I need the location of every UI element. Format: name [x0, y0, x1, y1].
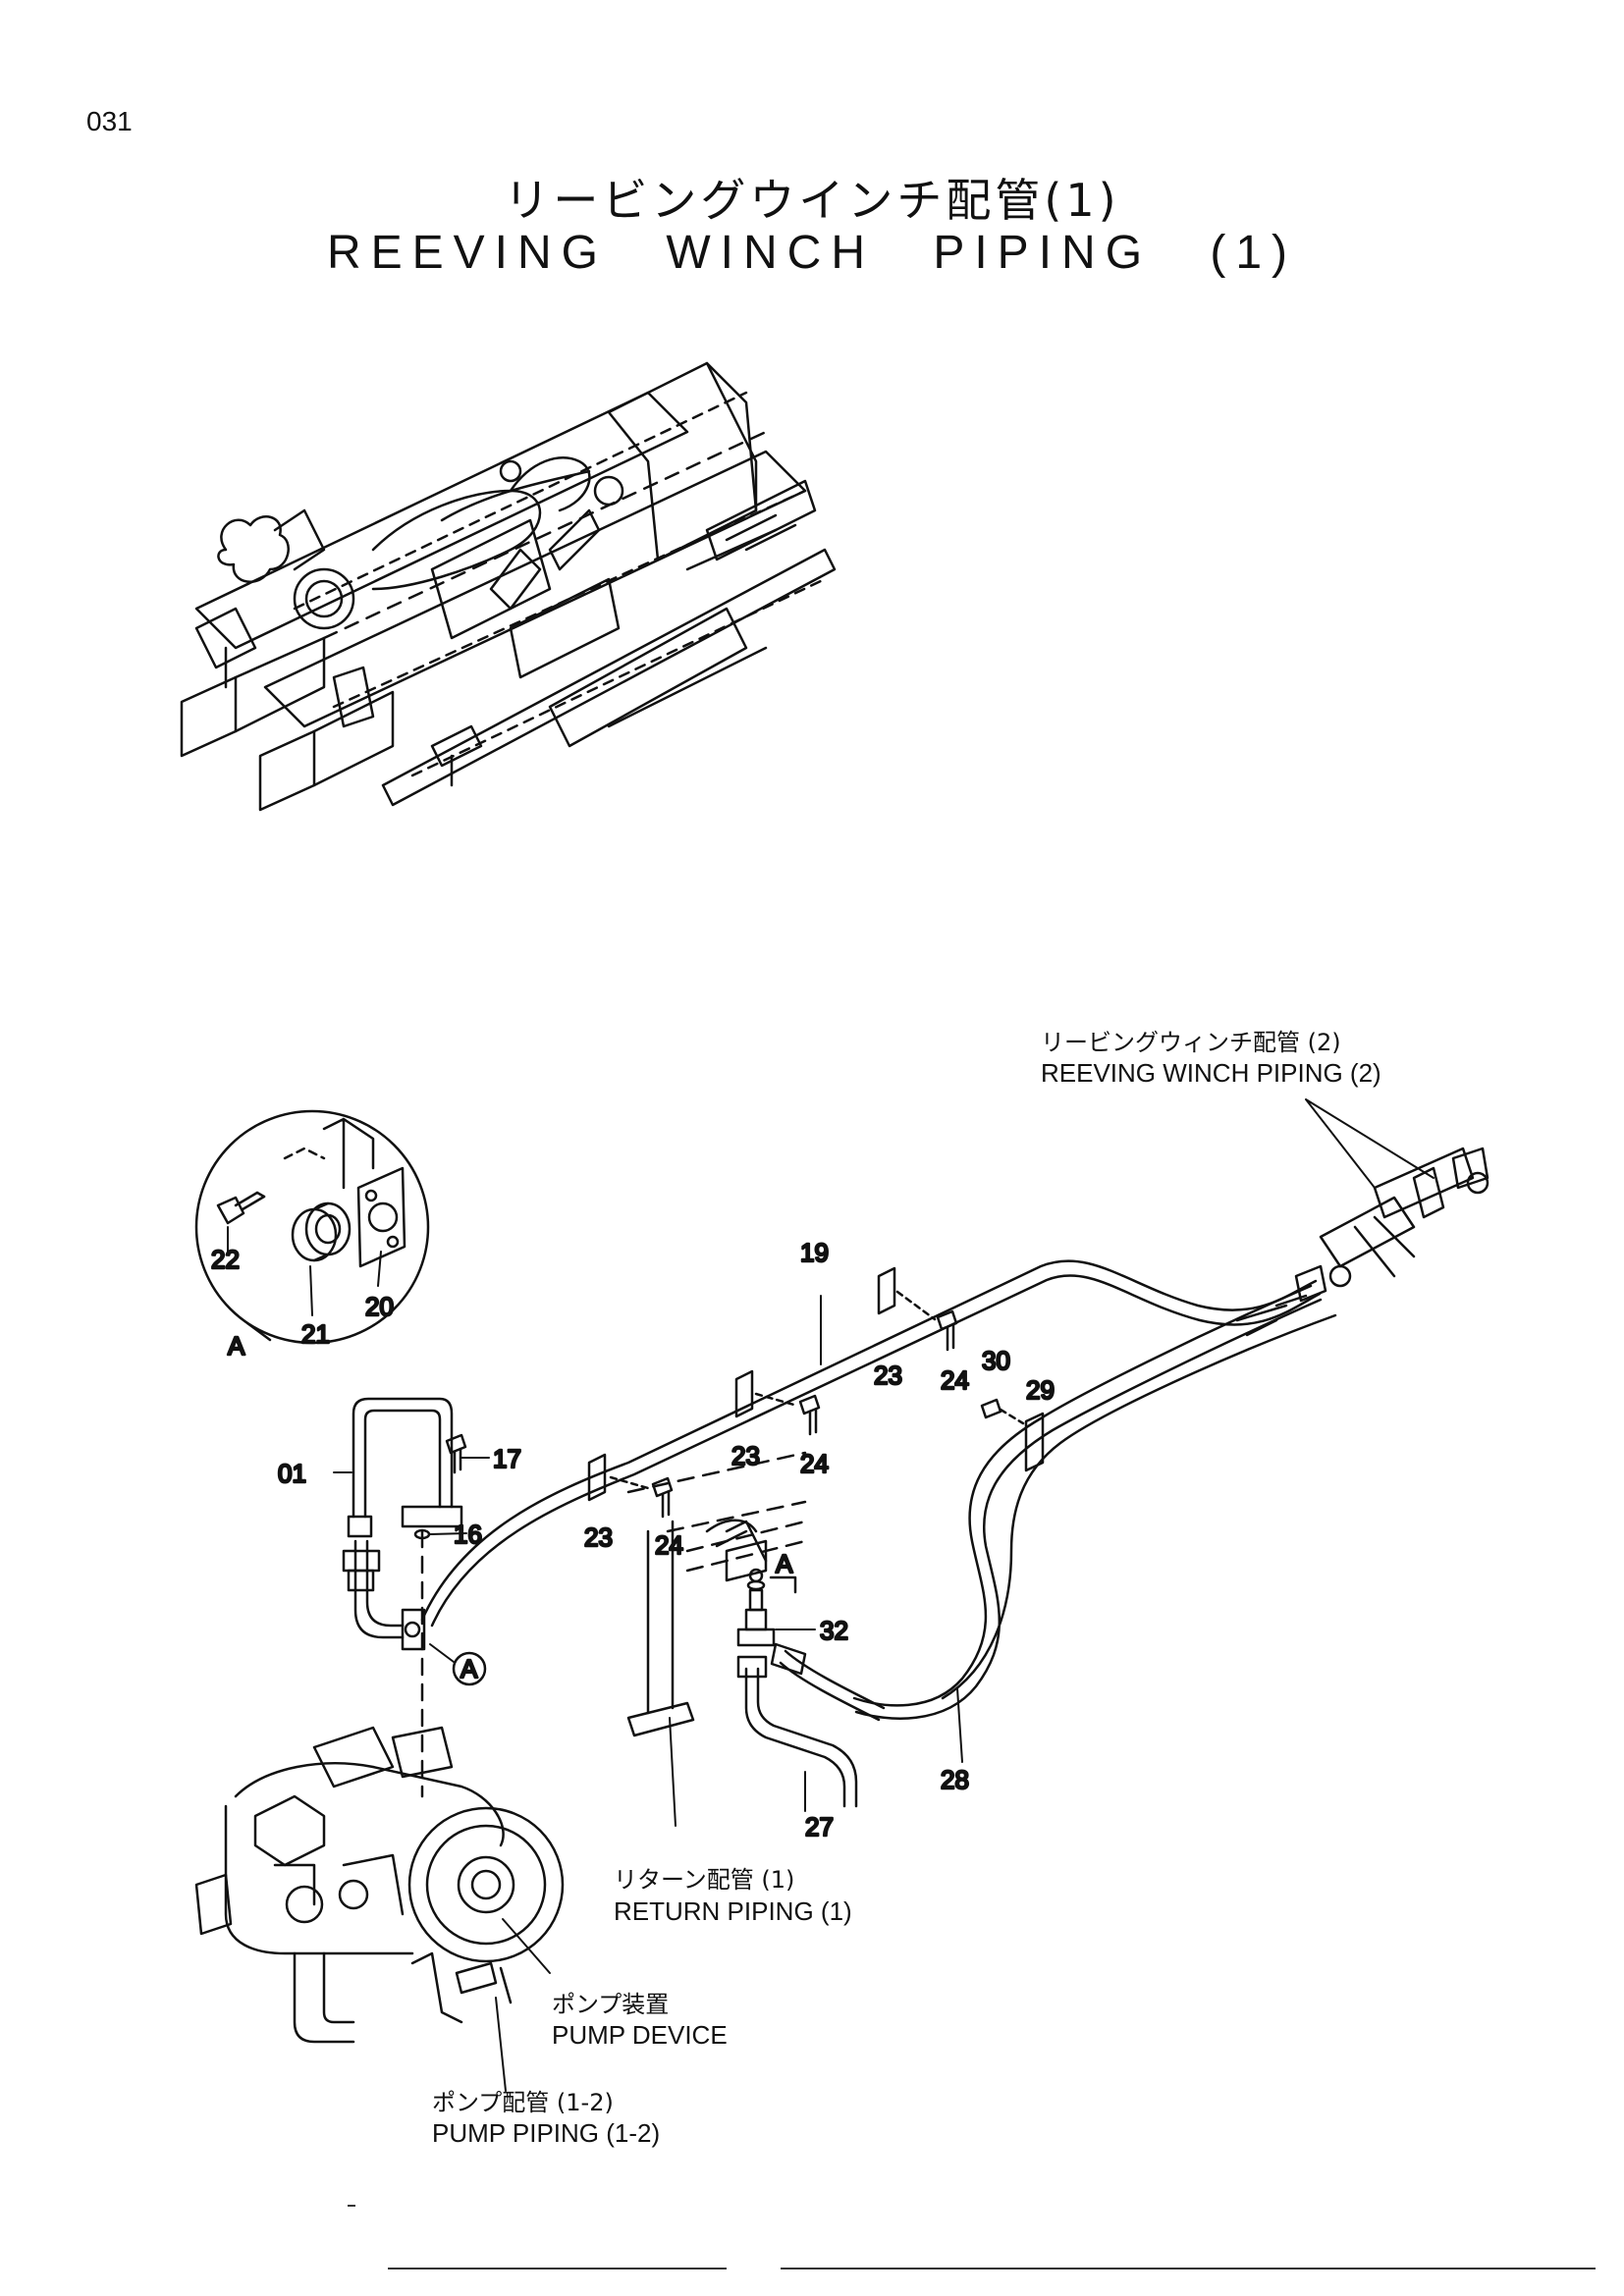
page-number: 031	[86, 106, 133, 136]
ref-pump-piping-en: PUMP PIPING (1-2)	[432, 2118, 661, 2148]
part-number-32-ref-a: A	[776, 1549, 793, 1578]
footer-rule-left	[388, 2268, 727, 2269]
main-piping	[194, 1147, 1489, 2044]
detail-view-a	[194, 1109, 430, 1345]
part-number-30: 30	[982, 1346, 1010, 1375]
detail-view-letter: A	[228, 1331, 245, 1361]
part-number-23-a: 23	[584, 1522, 613, 1552]
part-number-19: 19	[800, 1238, 829, 1267]
part-number-22: 22	[211, 1245, 240, 1274]
part-number-24-b: 24	[800, 1449, 829, 1478]
page-title-english: REEVING WINCH PIPING (1)	[326, 227, 1298, 279]
part-number-21: 21	[301, 1319, 330, 1349]
ref-return-piping-jp: リターン配管 (1)	[614, 1866, 795, 1894]
part-number-17: 17	[493, 1444, 521, 1473]
part-number-01: 01	[278, 1459, 306, 1488]
part-number-32: 32	[820, 1616, 848, 1645]
detail-ref-circle-a: A	[460, 1654, 478, 1683]
part-number-16: 16	[454, 1520, 482, 1549]
ref-pump-device-en: PUMP DEVICE	[552, 2020, 728, 2050]
footer-rule-right	[781, 2268, 1596, 2269]
part-number-29: 29	[1026, 1375, 1055, 1405]
part-number-20: 20	[365, 1292, 394, 1321]
part-number-28: 28	[941, 1765, 969, 1794]
part-number-24-a: 24	[655, 1530, 683, 1560]
ref-pump-device-jp: ポンプ装置	[552, 1991, 670, 2018]
footer-tick	[348, 2205, 355, 2207]
part-number-23-b: 23	[731, 1441, 760, 1470]
ref-return-piping-en: RETURN PIPING (1)	[614, 1896, 852, 1926]
page-title-japanese: リービングウインチ配管(1)	[504, 174, 1120, 227]
ref-reeving-winch-piping-2-jp: リービングウィンチ配管 (2)	[1041, 1029, 1341, 1056]
ref-pump-piping-jp: ポンプ配管 (1-2)	[432, 2089, 614, 2116]
ref-reeving-winch-piping-2-en: REEVING WINCH PIPING (2)	[1041, 1058, 1381, 1088]
part-number-23-c: 23	[874, 1361, 902, 1390]
machine-frame-overview	[180, 361, 837, 812]
part-number-27: 27	[805, 1812, 834, 1842]
part-number-24-c: 24	[941, 1365, 969, 1395]
